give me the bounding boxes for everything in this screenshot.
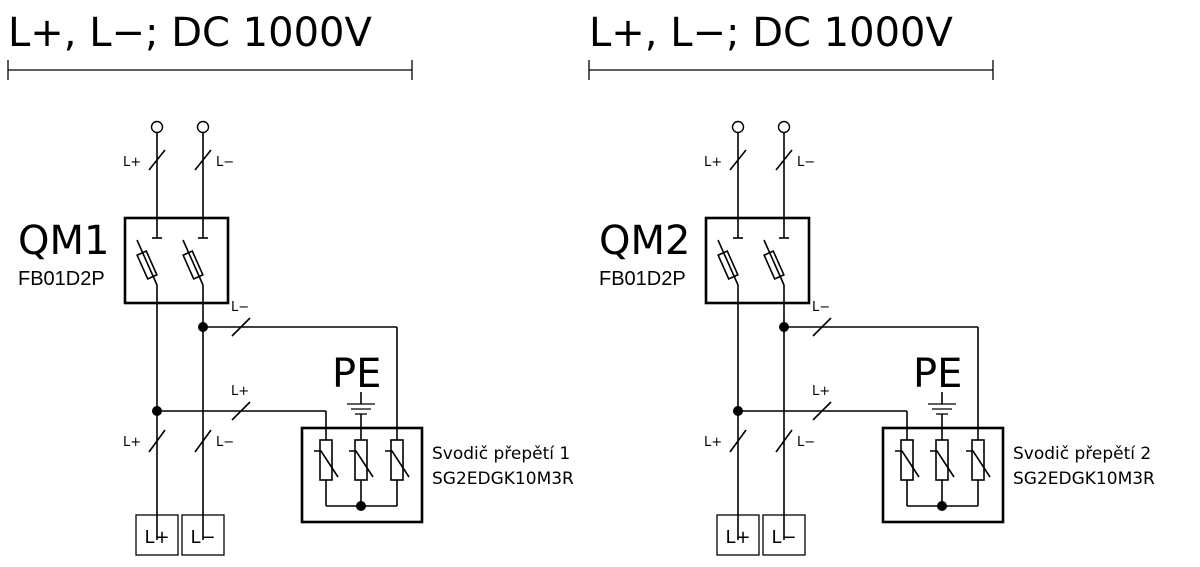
- wire-label-branch-minus: L−: [812, 300, 830, 315]
- breaker-blade-plus: [136, 239, 158, 286]
- varistor-slash-3: [966, 450, 991, 478]
- varistor-slash-2: [349, 450, 374, 478]
- wire-mark-branch-minus: [231, 317, 251, 337]
- breaker-blade-plus: [717, 239, 739, 286]
- wire-mark-minus-top: [775, 149, 793, 171]
- output-terminal-plus: [135, 514, 179, 556]
- varistor-slash-1: [895, 450, 920, 478]
- input-terminal-plus: [731, 120, 745, 134]
- input-terminal-plus: [150, 120, 164, 134]
- wire-mark-plus-bottom: [148, 429, 166, 453]
- breaker-tag: QM1: [18, 218, 109, 264]
- fuse-element-minus: [763, 250, 785, 280]
- wire-label-plus-bottom: L+: [123, 435, 141, 450]
- wire-label-plus-top: L+: [704, 155, 722, 170]
- wire-mark-branch-plus: [812, 401, 832, 421]
- output-terminal-plus-label: L+: [144, 527, 169, 548]
- wire-label-minus-bottom: L−: [797, 435, 815, 450]
- spd-model: SG2EDGK10M3R: [432, 469, 574, 489]
- output-terminal-minus-label: L−: [190, 527, 215, 548]
- varistor-slash-2: [930, 450, 955, 478]
- varistor-slash-3: [385, 450, 410, 478]
- output-terminal-minus-label: L−: [771, 527, 796, 548]
- wire-label-branch-plus: L+: [812, 384, 830, 399]
- wire-mark-plus-top: [148, 149, 166, 171]
- spd-box: [881, 426, 1005, 524]
- wire-label-minus-bottom: L−: [216, 435, 234, 450]
- wire-label-minus-top: L−: [216, 155, 234, 170]
- output-terminal-minus: [181, 514, 225, 556]
- bus-title: L+, L−; DC 1000V: [589, 10, 953, 56]
- spd-model: SG2EDGK10M3R: [1013, 469, 1155, 489]
- breaker-box: [123, 216, 230, 305]
- wire-label-branch-plus: L+: [231, 384, 249, 399]
- breaker-model: FB01D2P: [599, 268, 686, 290]
- varistor-slash-1: [314, 450, 339, 478]
- breaker-box: [704, 216, 811, 305]
- wire-mark-plus-bottom: [729, 429, 747, 453]
- wire-mark-minus-bottom: [775, 429, 793, 453]
- breaker-model: FB01D2P: [18, 268, 105, 290]
- bus-title: L+, L−; DC 1000V: [8, 10, 372, 56]
- breaker-tag: QM2: [599, 218, 690, 264]
- wire-label-branch-minus: L−: [231, 300, 249, 315]
- input-terminal-minus: [777, 120, 791, 134]
- wire-mark-branch-plus: [231, 401, 251, 421]
- wire-label-plus-bottom: L+: [704, 435, 722, 450]
- spd-name: Svodič přepětí 1: [432, 444, 570, 464]
- wire-mark-minus-top: [194, 149, 212, 171]
- pe-label: PE: [913, 351, 962, 397]
- output-terminal-plus: [716, 514, 760, 556]
- spd-box: [300, 426, 424, 524]
- wire-mark-branch-minus: [812, 317, 832, 337]
- wire-label-plus-top: L+: [123, 155, 141, 170]
- input-terminal-minus: [196, 120, 210, 134]
- pe-label: PE: [332, 351, 381, 397]
- fuse-element-plus: [136, 250, 158, 280]
- fuse-element-plus: [717, 250, 739, 280]
- wire-mark-minus-bottom: [194, 429, 212, 453]
- varistor-common-node: [937, 501, 947, 511]
- wire-label-minus-top: L−: [797, 155, 815, 170]
- spd-name: Svodič přepětí 2: [1013, 444, 1151, 464]
- breaker-blade-minus: [182, 239, 204, 286]
- wire-mark-plus-top: [729, 149, 747, 171]
- fuse-element-minus: [182, 250, 204, 280]
- output-terminal-plus-label: L+: [725, 527, 750, 548]
- breaker-blade-minus: [763, 239, 785, 286]
- output-terminal-minus: [762, 514, 806, 556]
- varistor-common-node: [356, 501, 366, 511]
